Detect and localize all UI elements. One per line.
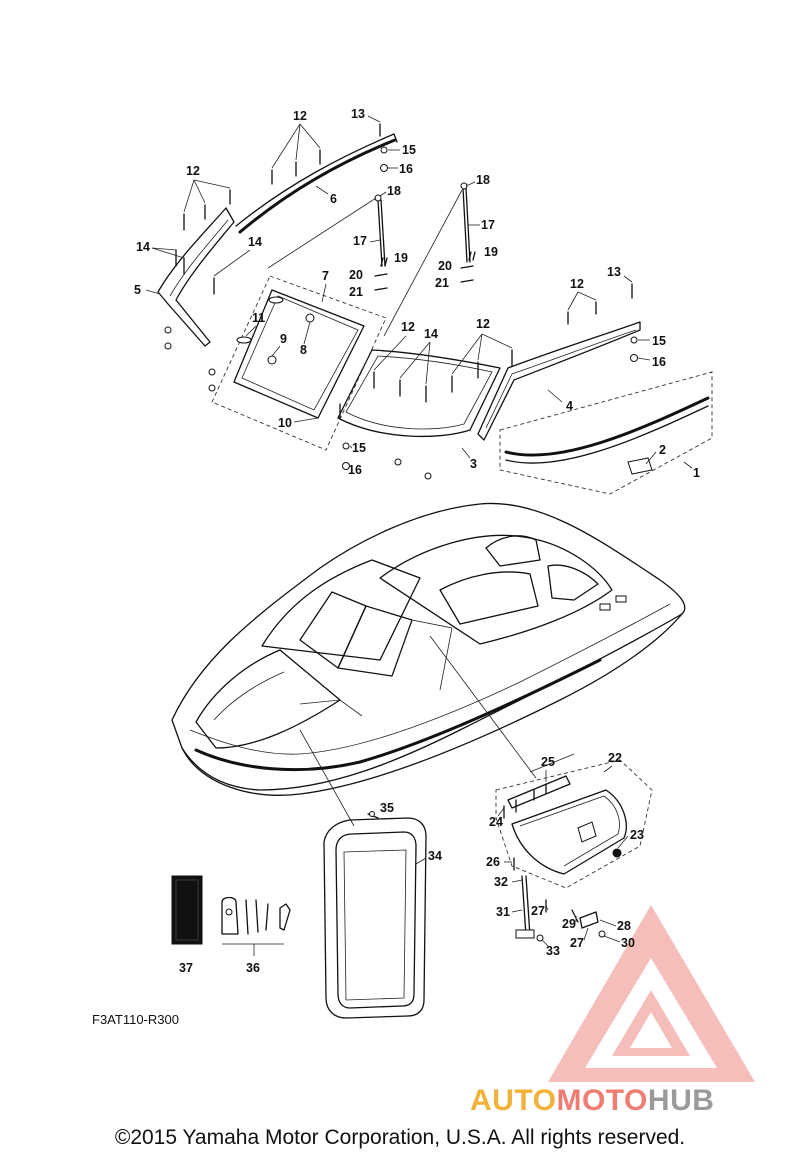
callout-6: 6 bbox=[330, 192, 337, 206]
center-windshield-frame bbox=[337, 349, 501, 438]
callout-5: 5 bbox=[134, 283, 141, 297]
callout-18-a: 18 bbox=[387, 184, 401, 198]
top-trim-rail bbox=[238, 138, 397, 234]
callout-14-b: 14 bbox=[248, 235, 262, 249]
callout-18-b: 18 bbox=[476, 173, 490, 187]
callout-37: 37 bbox=[179, 961, 193, 975]
callout-36: 36 bbox=[246, 961, 260, 975]
callout-9: 9 bbox=[280, 332, 287, 346]
glove-box-assembly bbox=[495, 753, 653, 942]
left-side-windshield bbox=[157, 207, 235, 347]
callout-24: 24 bbox=[489, 815, 503, 829]
automotohub-triangle-logo bbox=[548, 905, 755, 1082]
callout-20-a: 20 bbox=[349, 268, 363, 282]
callout-15-a: 15 bbox=[402, 143, 416, 157]
callout-23: 23 bbox=[630, 828, 644, 842]
copyright-notice: ©2015 Yamaha Motor Corporation, U.S.A. A… bbox=[114, 1126, 686, 1149]
callout-21-a: 21 bbox=[349, 285, 363, 299]
callout-16-b: 16 bbox=[652, 355, 666, 369]
callout-33: 33 bbox=[546, 944, 560, 958]
callout-14-c: 14 bbox=[424, 327, 438, 341]
small-clip-set bbox=[374, 251, 476, 291]
callout-17-b: 17 bbox=[481, 218, 495, 232]
callout-27-a: 27 bbox=[531, 904, 545, 918]
front-rail-trim bbox=[504, 396, 710, 457]
callout-28: 28 bbox=[617, 919, 631, 933]
callout-12-c: 12 bbox=[401, 320, 415, 334]
callout-8: 8 bbox=[300, 343, 307, 357]
callout-34: 34 bbox=[428, 849, 442, 863]
watermark-hub: HUB bbox=[647, 1084, 715, 1117]
callout-15-c: 15 bbox=[352, 441, 366, 455]
storage-hatch bbox=[323, 811, 427, 1019]
callout-1: 1 bbox=[693, 466, 700, 480]
right-windshield bbox=[477, 321, 641, 441]
support-strut-left bbox=[374, 194, 386, 267]
callout-13-b: 13 bbox=[607, 265, 621, 279]
callout-labels: 1 2 3 4 5 6 7 8 9 10 11 12 12 12 12 bbox=[134, 107, 700, 975]
callout-12-a: 12 bbox=[293, 109, 307, 123]
callout-27-b: 27 bbox=[570, 936, 584, 950]
callout-3: 3 bbox=[470, 457, 477, 471]
screw-set bbox=[175, 123, 633, 419]
callout-29: 29 bbox=[562, 917, 576, 931]
nut-washer-set bbox=[164, 146, 638, 480]
callout-12-d: 12 bbox=[476, 317, 490, 331]
callout-31: 31 bbox=[496, 905, 510, 919]
owners-manual-pouch bbox=[171, 875, 203, 945]
callout-30: 30 bbox=[621, 936, 635, 950]
callout-25: 25 bbox=[541, 755, 555, 769]
callout-2: 2 bbox=[659, 443, 666, 457]
callout-7: 7 bbox=[322, 269, 329, 283]
callout-4: 4 bbox=[566, 399, 573, 413]
watermark-moto: MOTO bbox=[556, 1084, 648, 1117]
drawing-code: F3AT110-R300 bbox=[92, 1012, 179, 1027]
callout-14-a: 14 bbox=[136, 240, 150, 254]
tool-kit bbox=[221, 896, 291, 956]
lid-hinge bbox=[507, 775, 571, 809]
callout-19-a: 19 bbox=[394, 251, 408, 265]
callout-17-a: 17 bbox=[353, 234, 367, 248]
lid-lock-icon bbox=[577, 821, 597, 843]
glove-box-lid bbox=[511, 789, 627, 875]
callout-16-c: 16 bbox=[348, 463, 362, 477]
callout-16-a: 16 bbox=[399, 162, 413, 176]
callout-15-b: 15 bbox=[652, 334, 666, 348]
rail-clip-plate bbox=[627, 457, 653, 475]
boat-hull bbox=[171, 502, 686, 827]
callout-12-b: 12 bbox=[186, 164, 200, 178]
callout-20-b: 20 bbox=[438, 259, 452, 273]
callout-35: 35 bbox=[380, 801, 394, 815]
hatch-frame bbox=[323, 817, 427, 1019]
watermark-auto: AUTO bbox=[470, 1084, 557, 1117]
callout-26: 26 bbox=[486, 855, 500, 869]
callout-13-a: 13 bbox=[351, 107, 365, 121]
callout-10: 10 bbox=[278, 416, 292, 430]
callout-32: 32 bbox=[494, 875, 508, 889]
callout-11: 11 bbox=[252, 311, 265, 325]
support-strut-right bbox=[460, 182, 471, 263]
callout-19-b: 19 bbox=[484, 245, 498, 259]
callout-21-b: 21 bbox=[435, 276, 449, 290]
watermark-wordmark: AUTOMOTOHUB bbox=[470, 1084, 714, 1118]
callout-22: 22 bbox=[608, 751, 622, 765]
callout-12-e: 12 bbox=[570, 277, 584, 291]
windshield-assembly bbox=[157, 123, 713, 495]
